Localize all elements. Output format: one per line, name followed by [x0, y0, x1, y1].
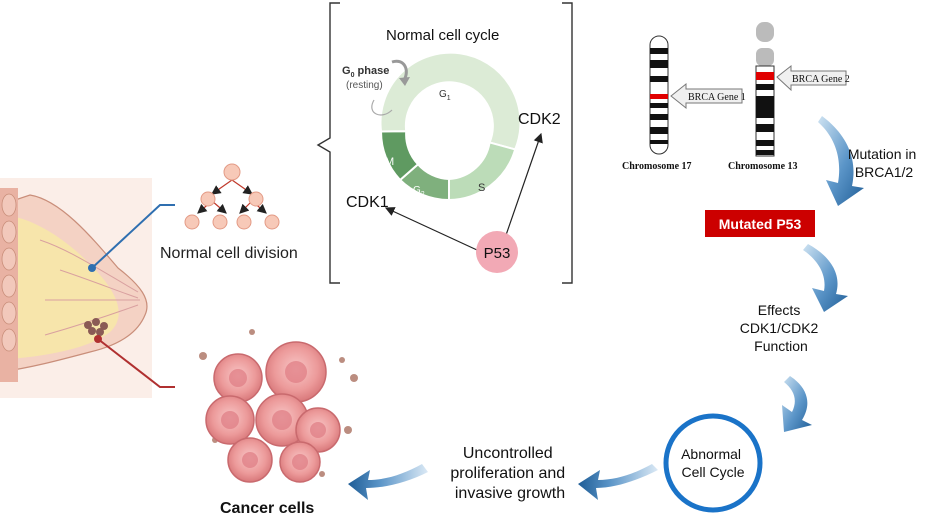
phase-m-label: M	[385, 156, 394, 168]
flow-arrow-mutation	[818, 116, 864, 206]
p53-to-cdk1-arrow	[384, 207, 478, 251]
cell-division-tree: Normal cell division	[160, 163, 298, 262]
flow-arrow-cancer	[348, 464, 428, 500]
g0-resting-label: (resting)	[346, 80, 383, 91]
breast-illustration	[0, 178, 175, 398]
m-segment	[380, 130, 420, 182]
normal-division-label: Normal cell division	[160, 245, 298, 262]
cancer-cells-cluster: Cancer cells	[199, 329, 358, 517]
p53-to-cdk2-arrow	[504, 132, 543, 239]
abnormal-cycle-ring	[663, 413, 763, 513]
chr13-brca-band	[756, 72, 774, 80]
p53-node	[476, 231, 518, 273]
effects-label: Effects CDK1/CDK2 Function	[740, 302, 822, 354]
mutated-p53-box	[705, 210, 815, 237]
cycle-bracket	[316, 2, 573, 284]
g0-arrow	[371, 99, 393, 116]
gene2-label: BRCA Gene 2	[792, 74, 850, 85]
chr17-label: Chromosome 17	[622, 161, 692, 172]
g1-segment	[379, 51, 522, 151]
cdk1-label: CDK1	[346, 194, 389, 211]
mutated-p53-label: Mutated P53	[719, 216, 802, 232]
gene1-pointer: BRCA Gene 1	[670, 82, 746, 110]
p53-label: P53	[484, 245, 511, 262]
phase-g2-label: G2	[413, 185, 425, 198]
phase-s-label: S	[478, 182, 485, 194]
uncontrolled-label: Uncontrolled proliferation and invasive …	[450, 445, 569, 502]
phase-g1-label: G1	[439, 89, 451, 102]
chr13-label: Chromosome 13	[728, 161, 798, 172]
cancer-cells-label: Cancer cells	[220, 500, 314, 517]
gene2-pointer: BRCA Gene 2	[776, 64, 850, 92]
gene1-label: BRCA Gene 1	[688, 92, 746, 103]
cdk2-label: CDK2	[518, 111, 561, 128]
abnormal-label: Abnormal Cell Cycle	[681, 446, 745, 480]
chromosome-13: BRCA Gene 2 Chromosome 13	[728, 22, 850, 172]
flow-arrow-effects	[803, 244, 848, 312]
chromosome-17: BRCA Gene 1 Chromosome 17	[622, 35, 746, 172]
mutation-label: Mutation in BRCA1/2	[848, 146, 920, 180]
g0-phase: G0 phase (resting)	[342, 59, 410, 116]
g0-label: G0 phase	[342, 65, 389, 79]
chr17-brca-band	[650, 94, 668, 99]
flow-arrow-abnormal	[782, 376, 812, 432]
cell-cycle-ring: G1 S G2 M	[379, 51, 522, 202]
cycle-title: Normal cell cycle	[386, 27, 499, 44]
flow-arrow-uncontrolled	[578, 464, 658, 500]
